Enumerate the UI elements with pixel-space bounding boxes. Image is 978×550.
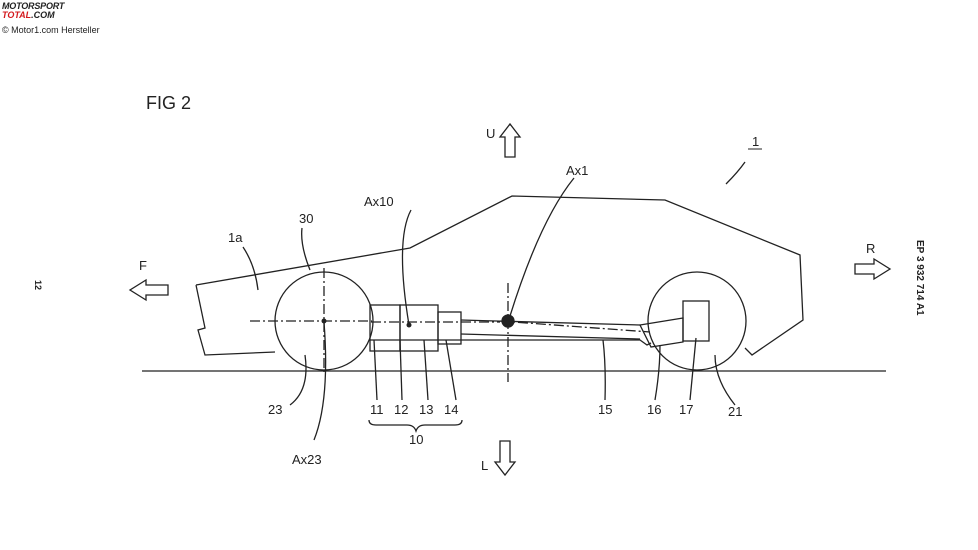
rear-wheel: [647, 271, 747, 371]
patent-number: EP 3 932 714 A1: [914, 240, 925, 316]
label-10: 10: [409, 432, 423, 447]
rear-arrow-icon: [854, 257, 892, 281]
leader-vehicle: [725, 161, 746, 185]
shaft-axis: [499, 320, 651, 333]
block-12-13: [399, 304, 439, 352]
label-14: 14: [444, 402, 458, 417]
label-15: 15: [598, 402, 612, 417]
label-rear: R: [866, 241, 875, 256]
motorsport-total-logo: MOTORSPORT TOTAL.COM: [2, 1, 65, 20]
figure-title: FIG 2: [146, 93, 191, 113]
leader-15: [602, 339, 606, 401]
label-vehicle: 1: [752, 134, 759, 149]
leader-ax10: [401, 209, 412, 326]
logo-suffix: .COM: [31, 10, 55, 20]
leader-16: [654, 344, 661, 401]
down-arrow-icon: [493, 440, 517, 477]
forward-arrow-icon: [128, 278, 169, 302]
label-ax23: Ax23: [292, 452, 322, 467]
leader-21: [714, 354, 736, 406]
block-14: [437, 311, 462, 345]
group-brace: [368, 419, 463, 434]
logo-red-part: TOTAL: [2, 10, 32, 20]
label-low: L: [481, 458, 488, 473]
logo-line2: TOTAL.COM: [2, 11, 62, 20]
label-1a: 1a: [228, 230, 243, 245]
leader-14: [445, 339, 457, 401]
leader-body-30: [301, 227, 311, 271]
label-30: 30: [299, 211, 313, 226]
leader-ax1: [509, 177, 575, 317]
label-23: 23: [268, 402, 282, 417]
rear-diff-16: [639, 317, 684, 348]
label-17: 17: [679, 402, 693, 417]
rear-unit-17: [682, 300, 710, 342]
leader-11: [373, 339, 378, 401]
propeller-shaft: [460, 319, 641, 340]
leader-17: [689, 337, 697, 401]
logo-line1: MOTORSPORT: [2, 1, 65, 11]
image-credit: © Motor1.com Hersteller: [2, 25, 100, 35]
label-ax1: Ax1: [566, 163, 588, 178]
label-forward: F: [139, 258, 147, 273]
label-ax10: Ax10: [364, 194, 394, 209]
leader-12: [399, 339, 403, 401]
label-11: 11: [370, 402, 384, 417]
page-number: 12: [33, 280, 43, 290]
motor-axis-point: [406, 322, 412, 328]
car-body-outline: [195, 195, 804, 356]
label-21: 21: [728, 404, 742, 419]
leader-1a: [242, 246, 259, 291]
leader-ax23: [313, 321, 327, 441]
leader-23: [289, 354, 307, 406]
label-12: 12: [394, 402, 408, 417]
label-16: 16: [647, 402, 661, 417]
label-up: U: [486, 126, 495, 141]
label-13: 13: [419, 402, 433, 417]
leader-13: [423, 339, 429, 401]
front-axis-point: [321, 318, 327, 324]
up-arrow-icon: [498, 122, 522, 158]
center-of-gravity-mark: [501, 314, 515, 328]
